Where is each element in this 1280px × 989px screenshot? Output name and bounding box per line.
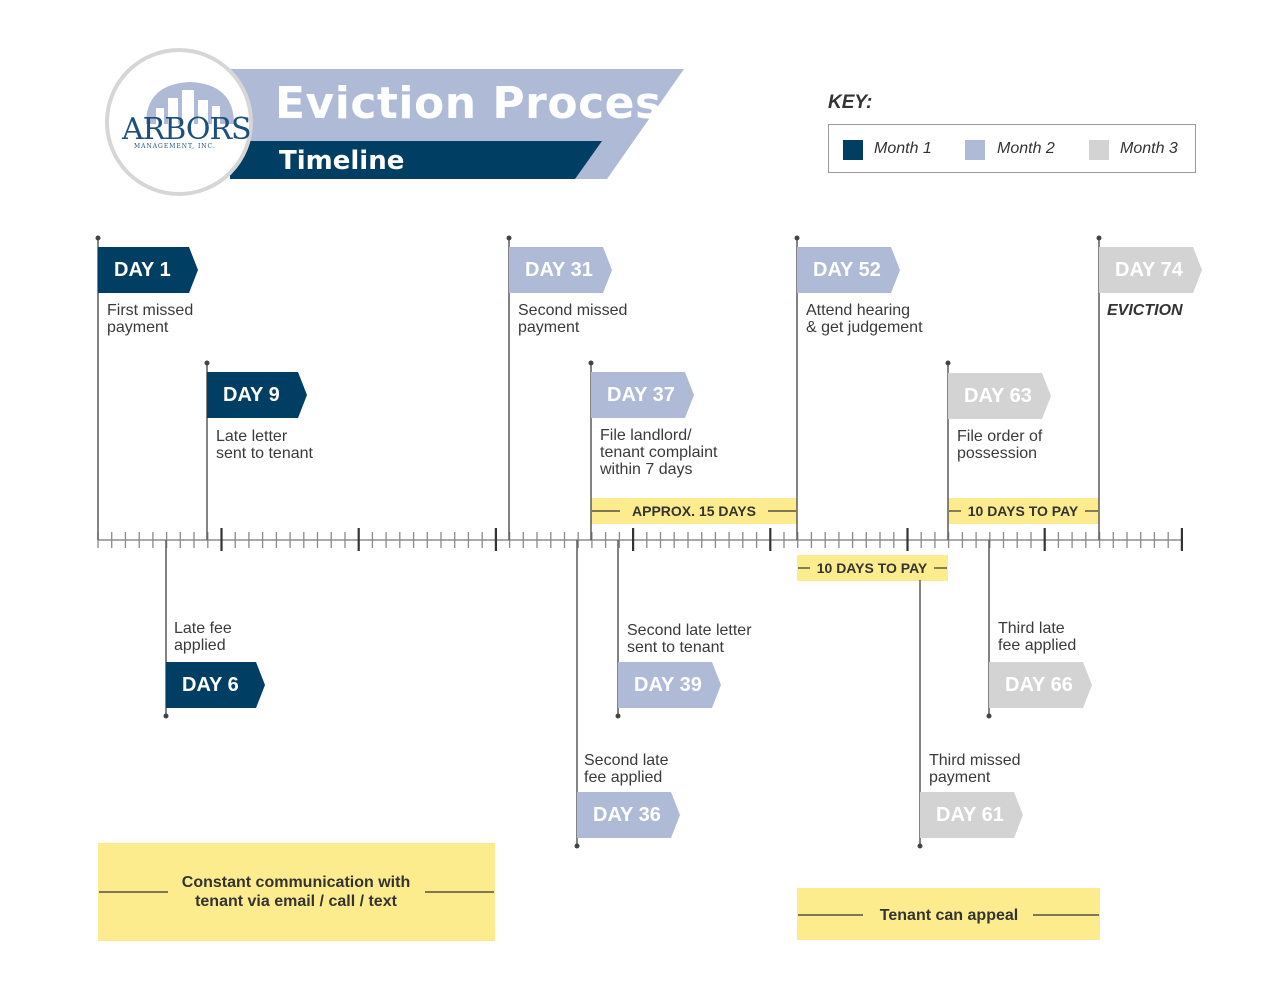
page-subtitle: Timeline (279, 146, 405, 176)
tag-day-66: DAY 66 (989, 662, 1092, 708)
note-appeal-rules (798, 914, 1099, 916)
desc-day-37: File landlord/ tenant complaint within 7… (600, 427, 718, 478)
tag-day-39: DAY 39 (618, 662, 721, 708)
tag-day-61: DAY 61 (920, 792, 1023, 838)
note-appeal-box (797, 888, 1100, 940)
legend-swatch-month2 (965, 140, 985, 160)
label-approx-15-days: APPROX. 15 DAYS (632, 503, 756, 519)
label-10-days-to-pay-top: 10 DAYS TO PAY (967, 503, 1079, 519)
label-10-days-to-pay-bottom: 10 DAYS TO PAY (816, 560, 928, 576)
tag-day-37: DAY 37 (591, 372, 694, 418)
tag-day-31: DAY 31 (509, 247, 612, 293)
desc-day-31: Second missed payment (518, 302, 628, 336)
tag-day-6: DAY 6 (166, 662, 265, 708)
desc-day-1: First missed payment (107, 302, 194, 336)
tag-day-74: DAY 74 (1099, 247, 1202, 293)
span-10-days-bottom (797, 555, 948, 581)
desc-day-74-eviction: EVICTION (1107, 302, 1183, 319)
page-title: Eviction Process (275, 78, 689, 129)
desc-day-6: Late fee applied (174, 620, 232, 654)
legend-label-month3: Month 3 (1120, 140, 1178, 157)
logo-wordmark: ARBORS (122, 112, 252, 147)
desc-day-63: File order of possession (957, 428, 1043, 462)
logo-tagline: MANAGEMENT, INC. (134, 143, 216, 150)
tag-day-1: DAY 1 (98, 247, 198, 293)
tag-day-9: DAY 9 (207, 372, 307, 418)
legend-label-month1: Month 1 (874, 140, 932, 157)
tag-day-52: DAY 52 (797, 247, 900, 293)
span-10-days-top (948, 498, 1099, 524)
desc-day-66: Third late fee applied (998, 620, 1077, 654)
desc-day-39: Second late letter sent to tenant (627, 622, 752, 656)
note-communication-rules (99, 891, 494, 893)
desc-day-36: Second late fee applied (584, 752, 669, 786)
desc-day-61: Third missed payment (929, 752, 1021, 786)
tag-day-63: DAY 63 (948, 373, 1051, 419)
legend-swatch-month1 (843, 140, 863, 160)
building-skyline-icon (146, 82, 234, 124)
note-appeal: Tenant can appeal (879, 907, 1019, 924)
legend-swatch-month3 (1089, 140, 1109, 160)
span-approx-15-days (591, 498, 797, 524)
note-communication: Constant communication with tenant via e… (181, 874, 411, 910)
legend-label-month2: Month 2 (997, 140, 1055, 157)
legend-box (828, 124, 1196, 173)
key-title: KEY: (828, 92, 873, 113)
desc-day-9: Late letter sent to tenant (216, 428, 313, 462)
tag-day-36: DAY 36 (577, 792, 680, 838)
title-banner (230, 69, 684, 179)
desc-day-52: Attend hearing & get judgement (806, 302, 923, 336)
